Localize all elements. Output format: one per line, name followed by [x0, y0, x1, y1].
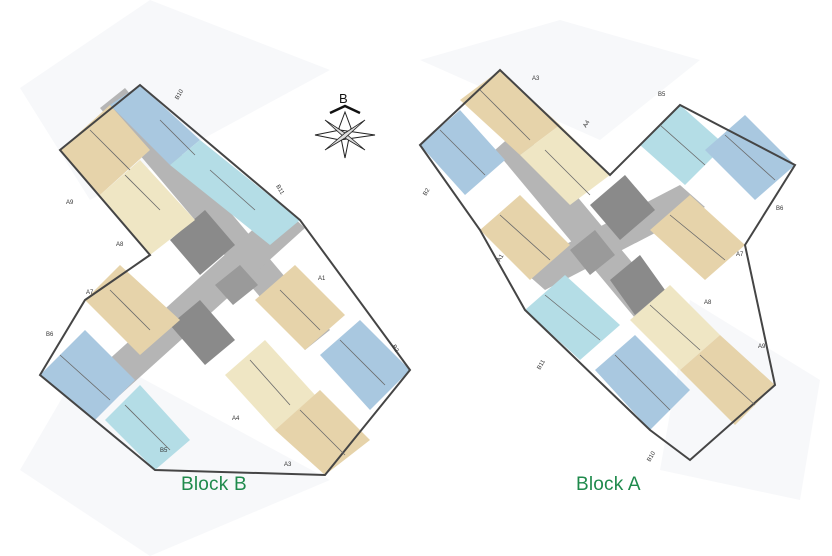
label-a-a8: A8	[704, 300, 712, 306]
label-a-a3: A3	[532, 76, 540, 82]
block-a-core-1	[590, 175, 655, 240]
label-b-b10: B10	[175, 88, 186, 101]
block-b-outline	[38, 83, 412, 477]
block-a-outline	[418, 68, 797, 462]
block-a-title: Block A	[576, 474, 641, 495]
compass-north-marker	[329, 104, 361, 115]
block-a-core-3	[570, 230, 615, 275]
label-b-b2: B2	[390, 344, 399, 354]
block-b-plan: B10 A9 A8 B11 A7 B6 B5 A1 B2 A4 A3	[38, 83, 412, 477]
label-a-a1: A1	[497, 253, 506, 263]
label-a-b11: B11	[537, 359, 548, 371]
block-a-core-2	[610, 255, 665, 315]
label-b-a7: A7	[86, 290, 94, 296]
label-b-b5: B5	[160, 448, 168, 454]
label-a-b5: B5	[658, 92, 666, 98]
unit-b-b10	[110, 85, 200, 165]
site-backdrop-a-north	[420, 20, 700, 140]
label-b-a9: A9	[66, 200, 74, 206]
label-a-a7: A7	[736, 252, 744, 258]
label-b-a1: A1	[318, 276, 326, 282]
label-b-a8: A8	[116, 242, 124, 248]
label-b-b6: B6	[46, 332, 54, 338]
block-a-plan: A3 A4 B2 A1 B5 B6 A7 A8 A9 B11 B10	[418, 68, 797, 463]
block-a-corridor-sw-ne	[520, 185, 705, 290]
label-b-b11: B11	[274, 184, 285, 196]
compass-diagonal-2	[324, 119, 366, 151]
block-b-corridor-nw-se	[100, 88, 330, 350]
block-b-title: Block B	[181, 474, 247, 495]
label-b-a3: A3	[284, 462, 292, 468]
unit-b-a9	[60, 105, 150, 195]
label-a-b10: B10	[647, 450, 658, 463]
unit-b-a8	[100, 160, 195, 255]
label-a-b6: B6	[776, 206, 784, 212]
block-a-room-walls	[439, 89, 776, 411]
label-a-a4: A4	[583, 119, 592, 129]
label-b-a4: A4	[232, 416, 240, 422]
unit-b-a7	[85, 265, 180, 355]
compass-rose: B	[314, 91, 376, 159]
label-a-a9: A9	[758, 344, 766, 350]
block-b-core-2	[170, 300, 235, 365]
block-b-room-walls	[59, 119, 386, 456]
label-a-b2: B2	[423, 187, 432, 197]
unit-b-b6	[40, 330, 135, 420]
compass-label: B	[339, 91, 348, 106]
block-b-core-3	[215, 265, 258, 305]
unit-a-a4	[520, 125, 610, 205]
unit-a-a3	[460, 70, 560, 155]
unit-b-a4	[225, 340, 315, 430]
unit-b-a1	[255, 265, 345, 350]
